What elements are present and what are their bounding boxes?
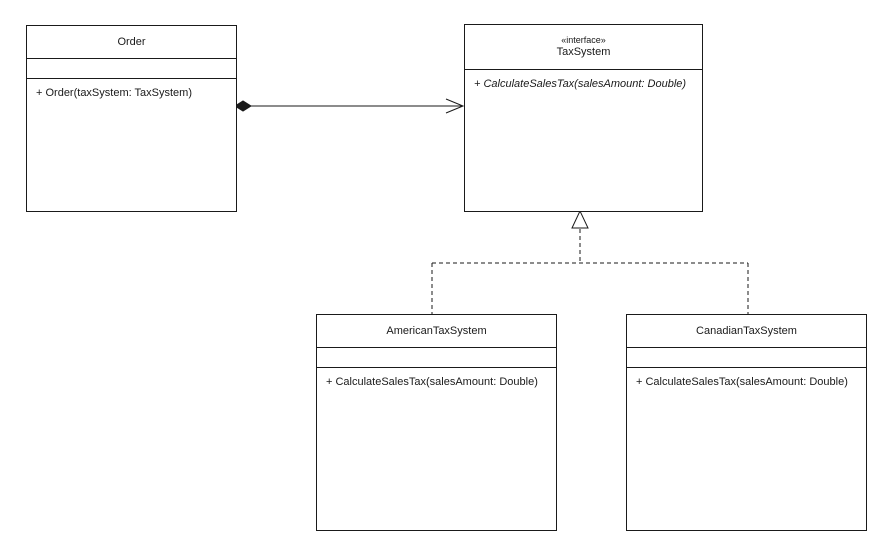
attributes-compartment-order xyxy=(27,58,236,78)
interface-header: «interface» TaxSystem xyxy=(465,25,702,69)
class-name-order: Order xyxy=(117,35,146,48)
class-box-order: Order + Order(taxSystem: TaxSystem) xyxy=(26,25,237,212)
attributes-compartment-americantaxsystem xyxy=(317,347,556,367)
realization-triangle-icon xyxy=(571,209,589,229)
composition-diamond-icon xyxy=(234,100,252,112)
stereotype-label: «interface» xyxy=(561,35,606,45)
method-canadian-calculatesalestax: + CalculateSalesTax(salesAmount: Double) xyxy=(636,376,848,388)
class-box-americantaxsystem: AmericanTaxSystem + CalculateSalesTax(sa… xyxy=(316,314,557,531)
method-order-constructor: + Order(taxSystem: TaxSystem) xyxy=(36,87,192,99)
interface-box-taxsystem: «interface» TaxSystem + CalculateSalesTa… xyxy=(464,24,703,212)
class-name-canadiantaxsystem: CanadianTaxSystem xyxy=(696,324,797,337)
methods-compartment-canadiantaxsystem: + CalculateSalesTax(salesAmount: Double) xyxy=(627,367,866,530)
navigability-arrowhead-icon xyxy=(445,98,465,114)
attributes-compartment-canadiantaxsystem xyxy=(627,347,866,367)
class-header: CanadianTaxSystem xyxy=(627,315,866,347)
class-header: Order xyxy=(27,26,236,58)
method-american-calculatesalestax: + CalculateSalesTax(salesAmount: Double) xyxy=(326,376,538,388)
class-box-canadiantaxsystem: CanadianTaxSystem + CalculateSalesTax(sa… xyxy=(626,314,867,531)
methods-compartment-americantaxsystem: + CalculateSalesTax(salesAmount: Double) xyxy=(317,367,556,530)
class-header: AmericanTaxSystem xyxy=(317,315,556,347)
realization-connector xyxy=(431,209,749,314)
class-name-americantaxsystem: AmericanTaxSystem xyxy=(386,324,487,337)
realization-dashed-line xyxy=(431,229,749,314)
method-taxsystem-calculatesalestax: + CalculateSalesTax(salesAmount: Double) xyxy=(474,78,687,90)
class-name-taxsystem: TaxSystem xyxy=(556,46,611,58)
methods-compartment-order: + Order(taxSystem: TaxSystem) xyxy=(27,78,236,211)
composition-connector xyxy=(234,98,465,114)
methods-compartment-taxsystem: + CalculateSalesTax(salesAmount: Double) xyxy=(465,69,702,211)
